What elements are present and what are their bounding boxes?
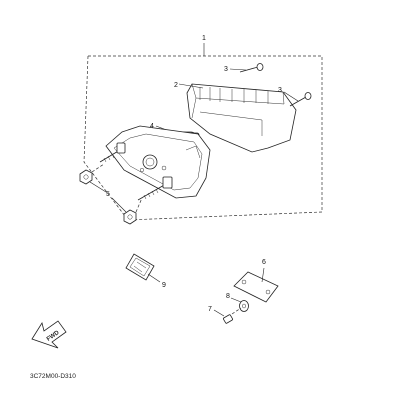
assembly-boundary bbox=[83, 55, 323, 221]
callout-2: 2 bbox=[174, 82, 178, 89]
leader-2 bbox=[178, 83, 204, 89]
leader-3-upper bbox=[229, 68, 247, 71]
reflector bbox=[125, 253, 155, 281]
callout-4: 4 bbox=[150, 123, 154, 130]
callout-3-lower: 3 bbox=[278, 87, 282, 94]
diagram-code: 3C72M00-D310 bbox=[30, 373, 76, 380]
nut-left-dashed-path bbox=[91, 163, 105, 173]
nut-left bbox=[79, 169, 93, 185]
license-bracket bbox=[233, 271, 279, 303]
screw-upper bbox=[239, 63, 264, 73]
callout-5: 5 bbox=[106, 191, 110, 198]
leader-5a bbox=[89, 181, 107, 193]
leader-8 bbox=[230, 297, 242, 303]
bolt bbox=[223, 307, 242, 324]
callout-9: 9 bbox=[162, 282, 166, 289]
callout-3-upper: 3 bbox=[224, 66, 228, 73]
callout-6: 6 bbox=[262, 259, 266, 266]
callout-1: 1 bbox=[202, 35, 206, 42]
leader-3-lower bbox=[283, 91, 299, 102]
base-stud-left bbox=[99, 142, 126, 163]
fwd-arrow-icon: FWD bbox=[31, 320, 67, 349]
tail-lamp-lens bbox=[186, 83, 297, 153]
leader-5b bbox=[111, 197, 127, 213]
nut-right-dashed-path bbox=[135, 197, 143, 213]
leader-6 bbox=[261, 267, 265, 283]
leader-7 bbox=[213, 309, 225, 317]
base-stud-right bbox=[137, 176, 173, 201]
screw-lower bbox=[289, 92, 312, 107]
nut-right bbox=[123, 209, 137, 225]
callout-7: 7 bbox=[208, 306, 212, 313]
leader-9 bbox=[147, 273, 161, 283]
tail-lamp-base bbox=[105, 125, 211, 199]
callout-8: 8 bbox=[226, 293, 230, 300]
washer bbox=[239, 300, 249, 312]
